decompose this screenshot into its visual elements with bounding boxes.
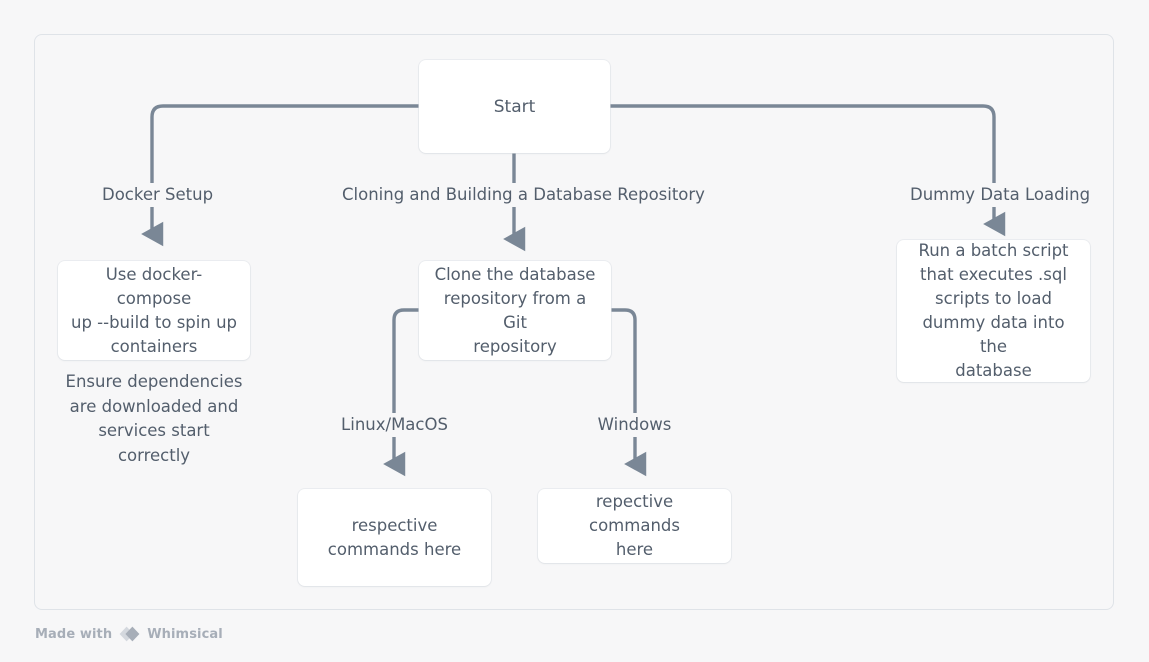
edge-label-dummy-data-loading: Dummy Data Loading: [903, 183, 1090, 207]
node-clone-step[interactable]: Clone the database repository from a Git…: [419, 261, 611, 360]
node-start[interactable]: Start: [419, 60, 610, 153]
node-linux-commands[interactable]: respective commands here: [298, 489, 491, 586]
edge-label-cloning-building: Cloning and Building a Database Reposito…: [335, 183, 705, 207]
node-windows-commands[interactable]: repective commands here: [538, 489, 731, 563]
whimsical-brand-label: Whimsical: [147, 626, 223, 642]
node-docker-step[interactable]: Use docker-compose up --build to spin up…: [58, 261, 250, 360]
node-windows-commands-label: repective commands here: [589, 492, 680, 559]
node-dummy-step-label: Run a batch script that executes .sql sc…: [918, 241, 1069, 380]
edge-label-docker-setup: Docker Setup: [95, 183, 213, 207]
node-docker-step-label: Use docker-compose up --build to spin up…: [71, 264, 237, 356]
node-linux-commands-label: respective commands here: [327, 515, 462, 559]
edge-label-windows: Windows: [588, 413, 681, 437]
whimsical-branding[interactable]: Made with Whimsical: [35, 626, 223, 642]
node-start-label: Start: [493, 96, 536, 117]
whimsical-logo-icon: [119, 626, 140, 642]
node-dummy-step[interactable]: Run a batch script that executes .sql sc…: [897, 240, 1090, 382]
edge-label-linux-macos: Linux/MacOS: [334, 413, 455, 437]
note-docker-dependencies: Ensure dependencies are downloaded and s…: [65, 372, 243, 465]
made-with-label: Made with: [35, 626, 113, 642]
node-clone-step-label: Clone the database repository from a Git…: [434, 264, 596, 356]
